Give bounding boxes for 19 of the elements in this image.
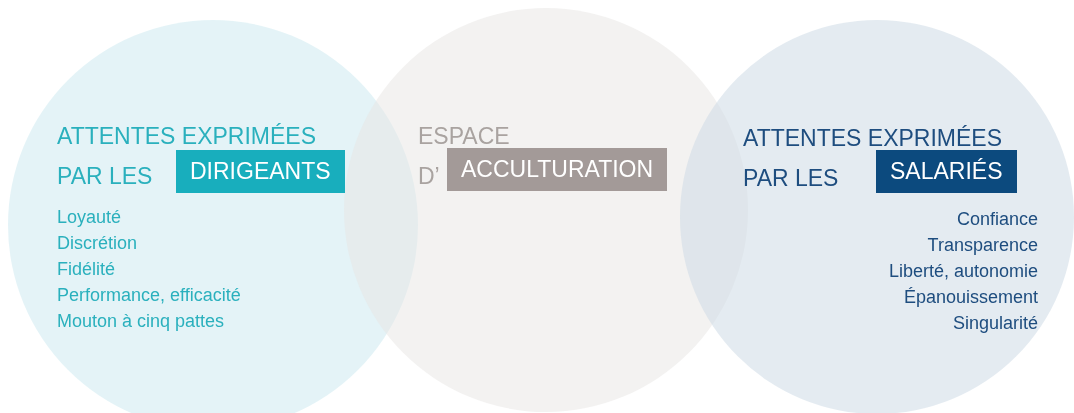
highlight-tag: ACCULTURATION [447,148,668,191]
heading: ATTENTES EXPRIMÉES [743,124,1002,153]
list-item: Épanouissement [902,286,1038,309]
heading: D’ [418,162,440,191]
heading: PAR LES [57,162,153,191]
list-item: Discrétion [57,232,138,255]
highlight-tag: SALARIÉS [876,150,1017,193]
list-item: Singularité [951,312,1038,335]
list-item: Liberté, autonomie [887,260,1038,283]
heading: ESPACE [418,122,510,151]
heading: ATTENTES EXPRIMÉES [57,122,316,151]
list-item: Performance, efficacité [57,284,241,307]
list-item: Transparence [926,234,1038,257]
heading: PAR LES [743,164,839,193]
highlight-tag: DIRIGEANTS [176,150,345,193]
list-item: Confiance [955,208,1038,231]
list-item: Loyauté [57,206,122,229]
list-item: Mouton à cinq pattes [57,310,225,333]
list-item: Fidélité [57,258,116,281]
